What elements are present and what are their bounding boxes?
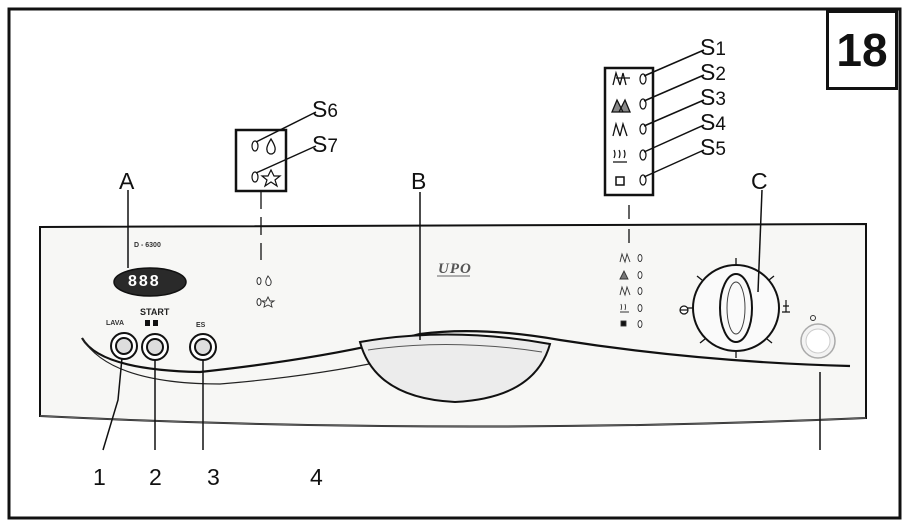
intensive-wash-icon — [612, 70, 630, 86]
callout-4: 4 — [310, 464, 323, 490]
callout-s3: S3 — [700, 84, 726, 110]
callout-s6-letter: S — [312, 96, 328, 122]
brand-logo: UPO — [438, 261, 472, 277]
panel-lower-edge — [39, 415, 867, 428]
digital-display — [113, 267, 187, 297]
door-handle-inner — [367, 343, 543, 353]
callout-s7-letter: S — [312, 131, 328, 157]
button-lava[interactable] — [110, 332, 138, 360]
leader-line-1 — [102, 357, 123, 451]
sun-star-icon — [260, 168, 282, 188]
callout-s4: S4 — [700, 109, 726, 135]
normal-wash-icon — [611, 98, 631, 113]
callout-s1-number: 1 — [715, 39, 726, 60]
callout-s5: S5 — [700, 134, 726, 160]
leader-line-s5 — [643, 149, 705, 178]
panel-program-lights — [619, 252, 643, 328]
callout-3: 3 — [207, 464, 220, 490]
callout-s7: S7 — [312, 131, 338, 157]
start-label: START — [140, 307, 170, 317]
callout-a: A — [119, 168, 135, 194]
callout-s7-number: 7 — [327, 136, 338, 157]
model-label: D - 6300 — [134, 242, 161, 249]
water-drop-icon — [266, 137, 276, 155]
callout-s2: S2 — [700, 59, 726, 85]
leader-line-s3 — [643, 99, 705, 127]
leader-line-s7 — [255, 145, 317, 174]
panel-sun-star-icon — [260, 295, 276, 308]
callout-s3-number: 3 — [715, 89, 726, 110]
leader-line-c — [757, 189, 763, 293]
es-label: ES — [196, 322, 206, 329]
callout-s4-number: 4 — [715, 114, 726, 135]
callout-s4-letter: S — [700, 109, 716, 135]
panel-water-drop-icon — [265, 275, 272, 286]
callout-s2-letter: S — [700, 59, 716, 85]
panel-salt-led — [256, 277, 262, 285]
start-indicator-left — [145, 320, 150, 326]
leader-line-s6 — [255, 111, 317, 143]
callout-s5-number: 5 — [715, 139, 726, 160]
fascia-curve-upper — [81, 330, 851, 374]
callout-c: C — [751, 168, 768, 194]
callout-s2-number: 2 — [715, 64, 726, 85]
panel-rinse-led — [256, 298, 262, 306]
button-es[interactable] — [189, 333, 217, 361]
callout-2: 2 — [149, 464, 162, 490]
callout-s1-letter: S — [700, 34, 716, 60]
callout-s6-number: 6 — [327, 101, 338, 122]
leader-line-s1 — [643, 49, 705, 77]
callout-1: 1 — [93, 464, 106, 490]
soak-icon — [615, 176, 625, 186]
callout-b: B — [411, 168, 427, 194]
power-icon — [810, 315, 816, 321]
callout-s1: S1 — [700, 34, 726, 60]
rapid-wash-icon — [613, 149, 627, 163]
outer-frame — [7, 7, 902, 520]
display-digits: 888 — [128, 273, 161, 290]
leader-line-s2 — [643, 74, 705, 102]
callout-s5-letter: S — [700, 134, 716, 160]
lava-label: LAVA — [106, 320, 125, 327]
leader-line-s4 — [643, 124, 705, 153]
figure-number-badge: 18 — [826, 10, 898, 90]
rinse-indicator-led — [251, 171, 259, 183]
callout-s3-letter: S — [700, 84, 716, 110]
callout-s6: S6 — [312, 96, 338, 122]
power-button[interactable] — [800, 323, 836, 359]
salt-indicator-led — [251, 140, 259, 152]
eco-wash-icon — [612, 121, 628, 137]
start-indicator-right — [153, 320, 158, 326]
door-handle — [358, 333, 552, 404]
button-start[interactable] — [141, 333, 169, 361]
